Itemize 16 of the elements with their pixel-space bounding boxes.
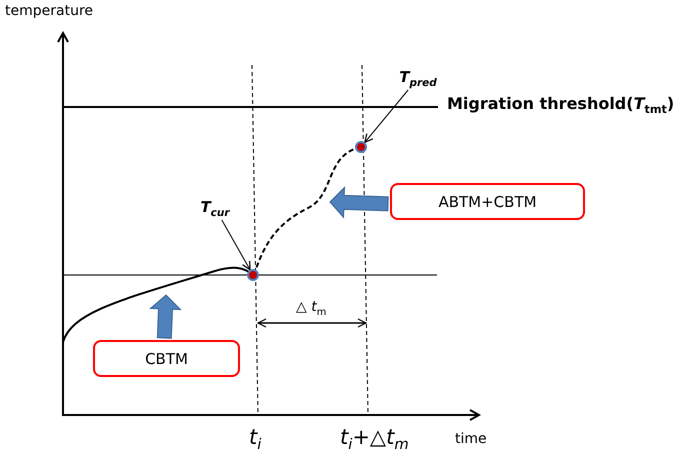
- block-arrow: [329, 186, 389, 219]
- model-box: ABTM+CBTM: [390, 183, 585, 220]
- tick-label: t$_{i}$+△t$_{m}$: [340, 426, 409, 454]
- threshold-label: Migration threshold(T$_{tmt}$): [447, 95, 674, 116]
- point-label: T$_{cur}$: [197, 196, 233, 220]
- leader-line: [364, 90, 409, 143]
- data-point: [247, 269, 259, 281]
- interval-label: △ t$_{m}$: [296, 300, 326, 319]
- block-arrow: [149, 294, 182, 339]
- tick-label: t$_{i}$: [249, 426, 262, 454]
- axis-title: temperature: [5, 4, 93, 20]
- axis-title: time: [455, 432, 487, 448]
- point-label: T$_{pred}$: [398, 66, 438, 90]
- leader-line: [221, 220, 251, 270]
- data-point: [355, 141, 367, 153]
- model-box: CBTM: [93, 340, 240, 377]
